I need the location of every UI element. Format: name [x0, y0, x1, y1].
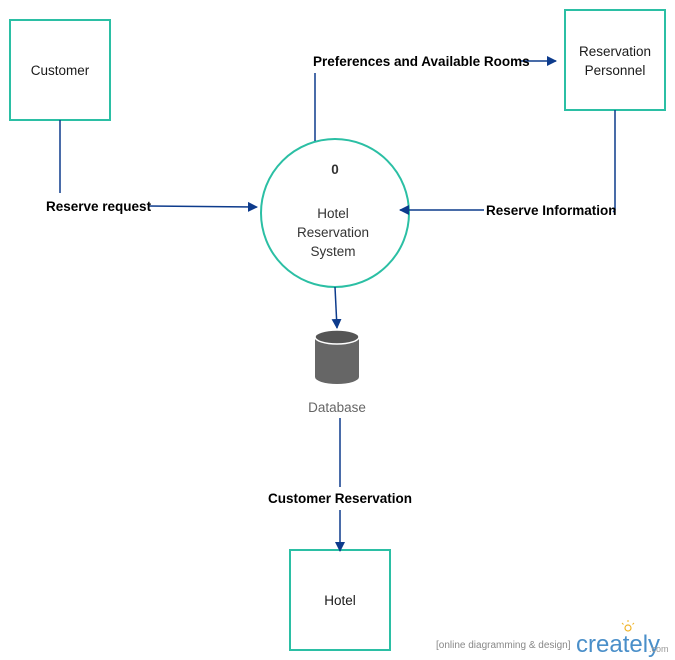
flow-process-to-database[interactable] — [331, 286, 342, 329]
flow-label-preferences: Preferences and Available Rooms — [313, 54, 530, 69]
process-label-line1: Hotel — [317, 206, 349, 221]
customer-entity[interactable]: Customer — [9, 19, 111, 121]
flow-reserve-information[interactable]: Reserve Information — [399, 110, 617, 218]
personnel-label-line1: Reservation — [579, 44, 651, 59]
database-icon — [315, 337, 359, 384]
watermark-tagline: [online diagramming & design] — [436, 640, 571, 651]
flow-preferences[interactable]: Preferences and Available Rooms — [313, 54, 557, 141]
watermark-brand-suffix: .com — [649, 644, 669, 654]
database-label: Database — [308, 400, 366, 415]
database-datastore[interactable]: Database — [308, 329, 366, 415]
lightbulb-icon — [621, 620, 635, 632]
hotel-entity[interactable]: Hotel — [289, 549, 391, 651]
flow-customer-reservation[interactable]: Customer Reservation — [268, 418, 412, 552]
process-label-line2: Reservation — [297, 225, 369, 240]
creately-watermark: [online diagramming & design] creately .… — [436, 620, 669, 658]
process-label-line3: System — [310, 244, 355, 259]
hotel-reservation-process[interactable]: 0 Hotel Reservation System — [260, 138, 410, 288]
process-number: 0 — [331, 162, 339, 177]
hotel-label: Hotel — [324, 593, 356, 608]
customer-label: Customer — [31, 63, 90, 78]
flow-label-reserve-request: Reserve request — [46, 199, 152, 214]
flow-label-reserve-information: Reserve Information — [486, 203, 617, 218]
reservation-personnel-entity[interactable]: Reservation Personnel — [564, 9, 666, 111]
watermark-brand: creately — [576, 631, 660, 658]
personnel-label-line2: Personnel — [585, 63, 646, 78]
flow-label-customer-reservation: Customer Reservation — [268, 491, 412, 506]
flow-reserve-request[interactable]: Reserve request — [46, 120, 258, 214]
